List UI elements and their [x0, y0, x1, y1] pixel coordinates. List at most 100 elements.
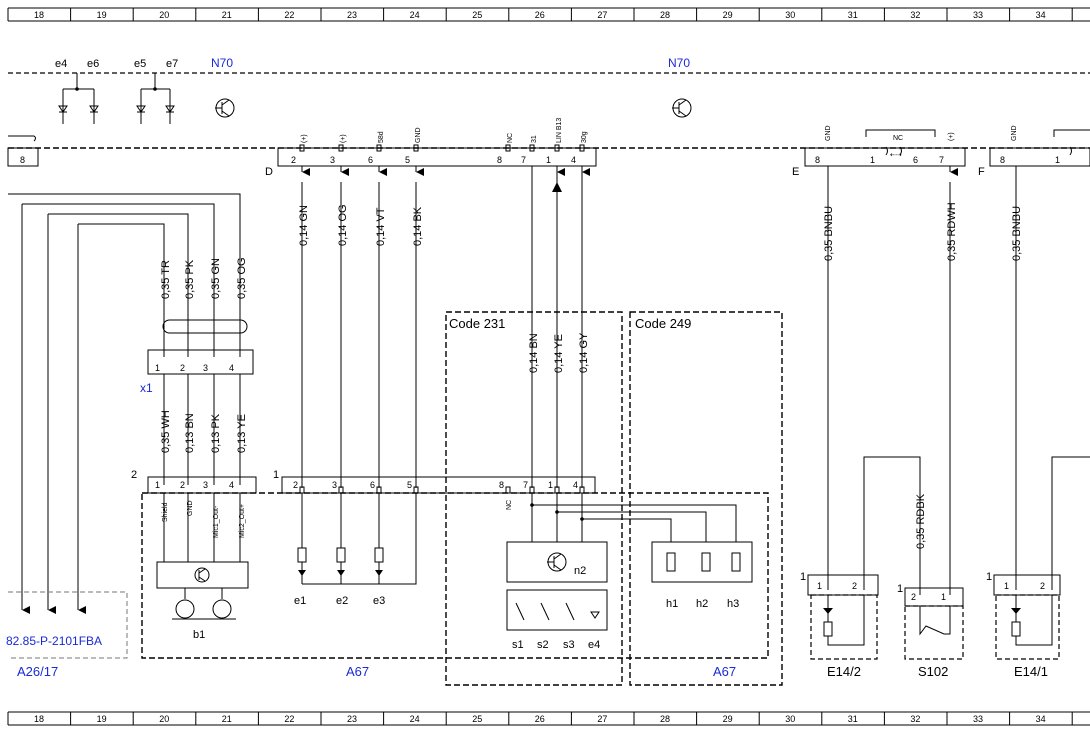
signal-f-gnd: GND: [1011, 125, 1018, 141]
pin-f-8: 8: [1000, 155, 1005, 165]
ruler-column-34: 34: [1036, 10, 1046, 20]
pin-d-1: 1: [546, 155, 551, 165]
label-s3: s3: [563, 639, 575, 651]
microphone-icon-b1: [172, 588, 236, 620]
conn1-pin-8: 8: [499, 480, 504, 490]
label-h1: h1: [666, 598, 678, 610]
code-231-boundary: [445, 311, 623, 686]
pin-e-1: 1: [870, 155, 875, 165]
a26-17-boundary: [8, 591, 128, 659]
signal-e-plus: (+): [948, 132, 955, 141]
e14-2-pin-2: 2: [852, 581, 857, 591]
ruler-column-31: 31: [848, 10, 858, 20]
label-e2: e2: [336, 595, 348, 607]
wire-code231-gy: 0,14 GY: [578, 332, 590, 373]
a67-right-label: A67: [713, 664, 736, 679]
label-s1: s1: [512, 639, 524, 651]
lamp-icon-e14-2: [823, 595, 865, 646]
ruler-column-34: 34: [1036, 714, 1046, 724]
wire-left-pk: 0,35 PK: [184, 259, 196, 299]
connector-f-letter: F: [978, 166, 985, 178]
wire-left-gn: 0,35 GN: [210, 258, 222, 299]
ruler-column-20: 20: [159, 10, 169, 20]
ruler-column-22: 22: [284, 714, 294, 724]
wire-code231-bn: 0,14 BN: [528, 333, 540, 373]
wire-left-og: 0,35 OG: [236, 257, 248, 299]
ruler-column-24: 24: [410, 10, 420, 20]
microphone-amplifier: [156, 561, 249, 589]
e14-1-boundary: [995, 594, 1060, 660]
wire-d-1: 0,14 OG: [337, 204, 349, 246]
ruler-column-32: 32: [910, 714, 920, 724]
signal-p4: 30g: [581, 131, 588, 143]
label-h2: h2: [696, 598, 708, 610]
ruler-column-27: 27: [597, 714, 607, 724]
wire-e-bnbu: 0,35 BNBU: [823, 206, 835, 261]
ruler-column-21: 21: [222, 714, 232, 724]
pin-e-6: 6: [913, 155, 918, 165]
ruler-column-33: 33: [973, 714, 983, 724]
label-e7: e7: [166, 58, 178, 70]
signal-e-nc: NC: [893, 135, 903, 142]
wire-e-rdwh: 0,35 RDWH: [946, 202, 958, 261]
led-group-e1-e3: [297, 493, 417, 585]
wire-lower-wh: 0,35 WH: [160, 410, 172, 453]
wire-d-0: 0,14 GN: [298, 205, 310, 246]
e14-2-pin-1: 1: [817, 581, 822, 591]
heater-icons: [666, 552, 741, 572]
signal-p8: NC: [507, 133, 514, 143]
connector-e-letter: E: [792, 166, 799, 178]
ruler-column-21: 21: [222, 10, 232, 20]
signal-shield: Shield: [162, 502, 169, 522]
ruler-column-25: 25: [472, 714, 482, 724]
a67-left-label: A67: [346, 664, 369, 679]
x1-pin-2: 2: [180, 363, 185, 373]
ruler-column-23: 23: [347, 714, 357, 724]
wire-left-tr: 0,35 TR: [160, 260, 172, 299]
x1-label: x1: [140, 381, 153, 395]
pin-f-1: 1: [1055, 155, 1060, 165]
signal-e-gnd: GND: [825, 125, 832, 141]
switch-block: [506, 589, 608, 631]
signal-p3: (+): [340, 134, 347, 143]
wire-d-3: 0,14 BK: [412, 206, 424, 246]
x1-pin-3: 3: [203, 363, 208, 373]
ruler-column-30: 30: [785, 714, 795, 724]
connector-e: [804, 147, 966, 167]
signal-p2: (+): [301, 134, 308, 143]
conn1-pin-2: 2: [293, 480, 298, 490]
connector-1-label: 1: [273, 469, 279, 481]
signal-gnd: GND: [187, 500, 194, 516]
n70-right-label: N70: [668, 56, 690, 70]
label-e4-bottom: e4: [588, 639, 600, 651]
pin-d-4: 4: [571, 155, 576, 165]
connector-e-wires: [827, 166, 1090, 595]
ruler-column-25: 25: [472, 10, 482, 20]
conn1-pin-1: 1: [548, 480, 553, 490]
transistor-icon-n70-right: [672, 98, 692, 118]
amplifier-icon: [194, 567, 210, 583]
ruler-column-31: 31: [848, 714, 858, 724]
ruler-column-19: 19: [97, 10, 107, 20]
ruler-column-24: 24: [410, 714, 420, 724]
wire-f-bnbu: 0,35 BNBU: [1011, 206, 1023, 261]
s102-side-label: 1: [897, 583, 903, 595]
s102-label: S102: [918, 664, 948, 679]
pin-d-6: 6: [368, 155, 373, 165]
e14-1-pin-1: 1: [1004, 581, 1009, 591]
svg-text:⇠⇢: ⇠⇢: [890, 152, 902, 159]
led-pair-e4-e6: [58, 73, 99, 124]
lamp-icon-e14-1: [1011, 595, 1053, 646]
led-pair-e5-e7: [136, 73, 175, 124]
connector-2-label: 2: [131, 469, 137, 481]
s102-pin-2: 2: [911, 592, 916, 602]
conn1-pin-7: 7: [523, 480, 528, 490]
pin-e-7: 7: [939, 155, 944, 165]
conn1-pin-5: 5: [407, 480, 412, 490]
pin-d-8: 8: [497, 155, 502, 165]
connector-f: [989, 147, 1090, 167]
conn2-pin-1: 1: [155, 480, 160, 490]
label-e5: e5: [134, 58, 146, 70]
wire-lower-pk: 0,13 PK: [210, 413, 222, 453]
